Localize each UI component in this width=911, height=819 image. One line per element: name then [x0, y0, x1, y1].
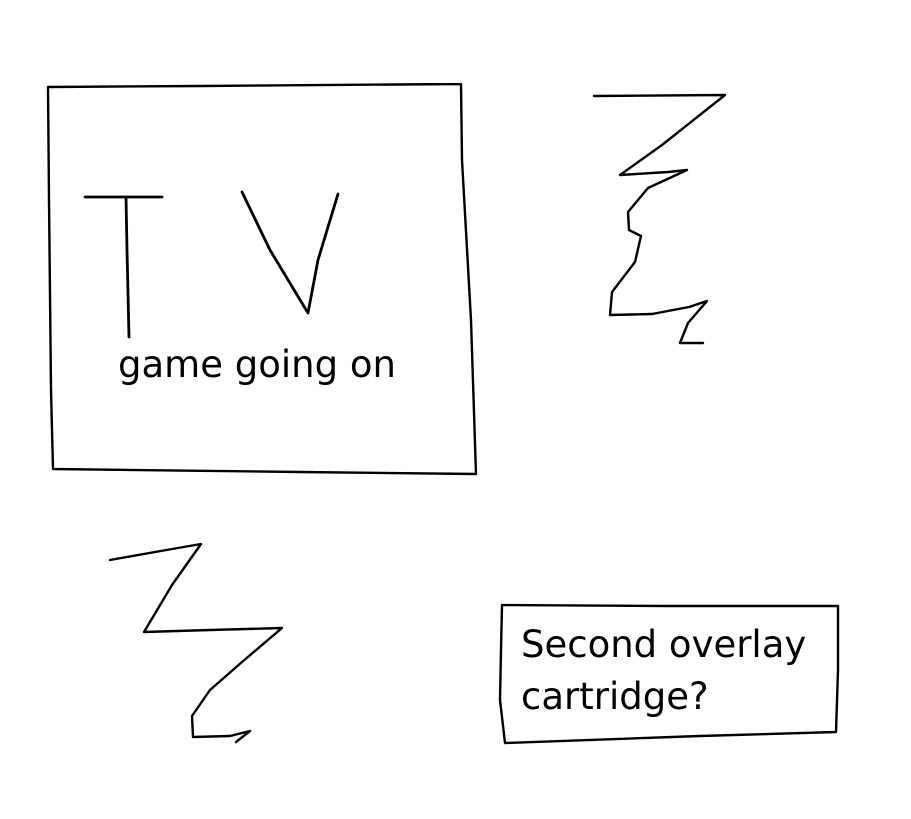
note-line-2: cartridge?: [521, 675, 709, 718]
tv-letters: TV: [83, 190, 340, 339]
zigzag-bottom-left: [108, 542, 284, 744]
zigzag-right: [592, 93, 727, 345]
note-box-outline: [498, 603, 840, 745]
tv-letter-v: [240, 190, 340, 315]
tv-letter-t: [83, 195, 164, 339]
tv-box-outline: [46, 82, 478, 476]
tv-caption: game going on: [118, 343, 396, 386]
note-line-1: Second overlay: [521, 623, 807, 666]
note-text: Second overlay cartridge?: [521, 619, 806, 723]
